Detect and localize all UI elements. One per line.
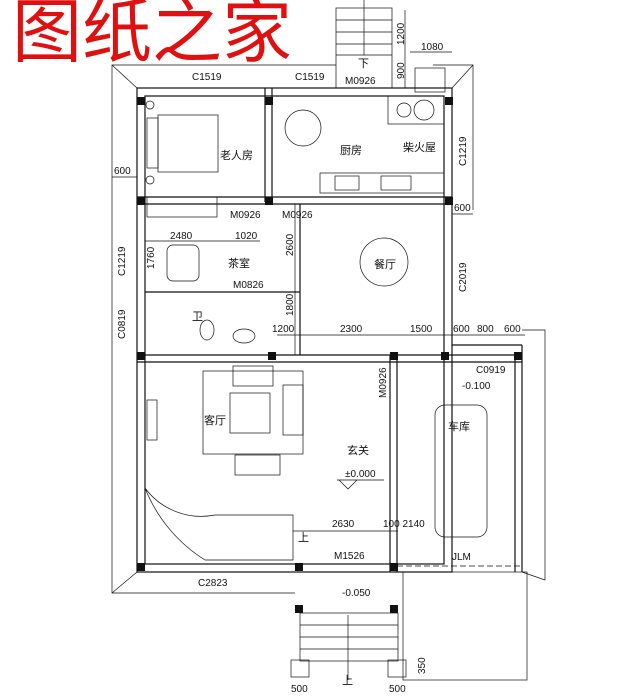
stair-up-inner-label: 上 xyxy=(298,531,309,544)
basin xyxy=(232,328,256,344)
dim-1500: 1500 xyxy=(410,324,433,335)
room-label-living: 客厅 xyxy=(204,413,226,427)
dining-table xyxy=(359,237,409,287)
spiral-stair xyxy=(144,487,294,561)
window-c1519-a: C1519 xyxy=(192,72,222,83)
door-m0926-kitchen: M0926 xyxy=(282,210,313,221)
dimension-lines xyxy=(112,10,525,532)
stair-down-label: 下 xyxy=(358,57,369,70)
dim-1080: 1080 xyxy=(421,42,444,53)
room-label-foyer: 玄关 xyxy=(347,443,369,457)
room-label-kitchen: 厨房 xyxy=(340,144,362,157)
dim-350: 350 xyxy=(417,657,428,674)
door-m0926-garage: M0926 xyxy=(378,367,389,398)
door-m1526: M1526 xyxy=(334,551,365,562)
door-m0826: M0826 xyxy=(233,280,264,291)
dim-2480: 2480 xyxy=(170,231,193,242)
dim-100-2140: 100 2140 xyxy=(383,519,425,530)
dim-1760: 1760 xyxy=(146,246,157,269)
bed xyxy=(157,114,219,173)
toilet xyxy=(199,319,215,341)
back-stairs xyxy=(335,0,446,93)
elevation-garage: -0.100 xyxy=(462,381,491,392)
dim-1200-top: 1200 xyxy=(396,22,407,45)
dim-600-left: 600 xyxy=(114,166,131,177)
car xyxy=(434,404,488,538)
room-label-garage: 车库 xyxy=(448,419,470,433)
room-label-firewood: 柴火屋 xyxy=(403,140,436,154)
stair-up-front-label: 上 xyxy=(342,674,353,687)
watermark: 图纸之家 xyxy=(12,0,292,73)
door-m0926-back: M0926 xyxy=(345,76,376,87)
dim-500-right: 500 xyxy=(389,684,406,695)
garage-ramp xyxy=(402,571,528,681)
window-c1519-b: C1519 xyxy=(295,72,325,83)
window-c0919: C0919 xyxy=(476,365,506,376)
dim-600-b: 600 xyxy=(504,324,521,335)
rug xyxy=(202,370,304,455)
columns xyxy=(137,97,522,613)
door-m0926-elder: M0926 xyxy=(230,210,261,221)
dim-600-right: 600 xyxy=(454,203,471,214)
dim-900: 900 xyxy=(396,62,407,79)
dim-2630: 2630 xyxy=(332,519,355,530)
window-c2823: C2823 xyxy=(198,578,228,589)
room-label-elder: 老人房 xyxy=(220,149,253,162)
kitchen-table xyxy=(284,109,322,147)
dim-1020: 1020 xyxy=(235,231,258,242)
dim-2300: 2300 xyxy=(340,324,363,335)
room-label-tea: 茶室 xyxy=(228,256,250,270)
dim-500-left: 500 xyxy=(291,684,308,695)
elevation-porch: -0.050 xyxy=(342,588,371,599)
dim-2600: 2600 xyxy=(285,233,296,256)
dim-1200: 1200 xyxy=(272,324,295,335)
window-c2019: C2019 xyxy=(458,262,469,292)
window-c1219-right: C1219 xyxy=(458,136,469,166)
room-label-dining: 餐厅 xyxy=(374,257,396,271)
dim-600-a: 600 xyxy=(453,324,470,335)
room-label-bathroom: 卫 xyxy=(192,310,203,323)
roof-outline xyxy=(111,64,546,594)
tea-table xyxy=(166,244,200,282)
coffee-table xyxy=(229,392,271,434)
furniture xyxy=(144,95,528,681)
window-c0819: C0819 xyxy=(117,309,128,339)
dim-800: 800 xyxy=(477,324,494,335)
walls xyxy=(136,87,523,573)
dim-1800: 1800 xyxy=(285,293,296,316)
elevation-foyer: ±0.000 xyxy=(345,469,376,480)
garage-door-jlm: JLM xyxy=(452,552,471,563)
window-c1219-left: C1219 xyxy=(117,246,128,276)
